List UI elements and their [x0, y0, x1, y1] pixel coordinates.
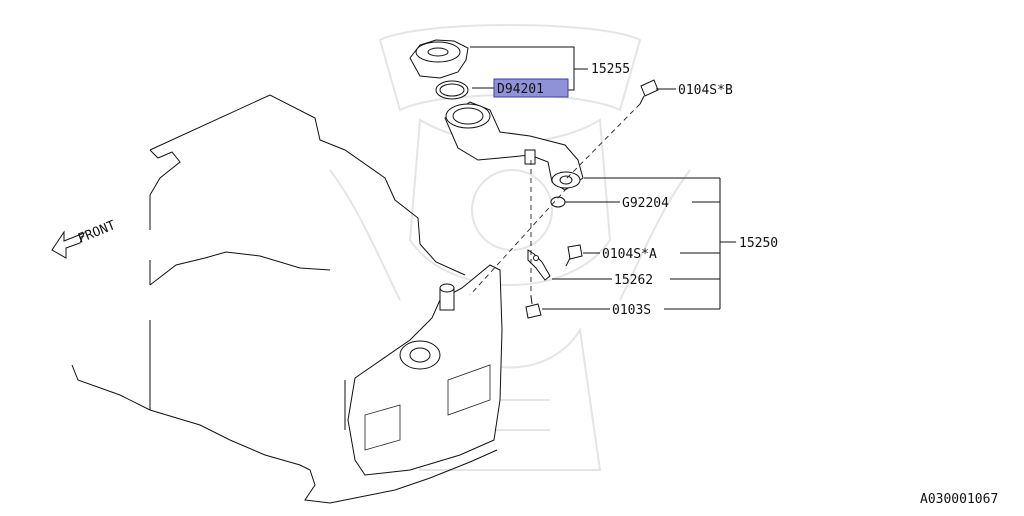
filler-cap[interactable]	[409, 39, 469, 79]
label-15250[interactable]: 15250	[739, 236, 778, 251]
o-ring[interactable]	[435, 80, 469, 100]
label-d94201-highlight[interactable]: D94201	[493, 78, 569, 98]
bolt-b[interactable]	[639, 79, 659, 105]
bolt-a[interactable]	[565, 244, 583, 267]
label-15255[interactable]: 15255	[591, 62, 630, 77]
leader-lines	[470, 46, 736, 310]
bolt-0103s[interactable]	[525, 295, 542, 319]
assembly-guides	[469, 103, 641, 298]
front-arrow: FRONT	[51, 218, 118, 259]
label-d94201[interactable]: D94201	[497, 82, 544, 97]
label-0104s-a[interactable]: 0104S*A	[602, 247, 657, 262]
oil-filler-mount	[347, 264, 503, 476]
label-0104s-b[interactable]: 0104S*B	[678, 83, 733, 98]
label-15262[interactable]: 15262	[614, 273, 653, 288]
bracket-part[interactable]	[527, 249, 551, 281]
filler-pipe[interactable]	[444, 101, 584, 191]
label-g92204[interactable]: G92204	[622, 196, 669, 211]
label-0103s[interactable]: 0103S	[612, 303, 651, 318]
engine-block-outline	[71, 94, 498, 504]
front-label: FRONT	[76, 218, 118, 247]
figure-id: A030001067	[920, 492, 998, 507]
